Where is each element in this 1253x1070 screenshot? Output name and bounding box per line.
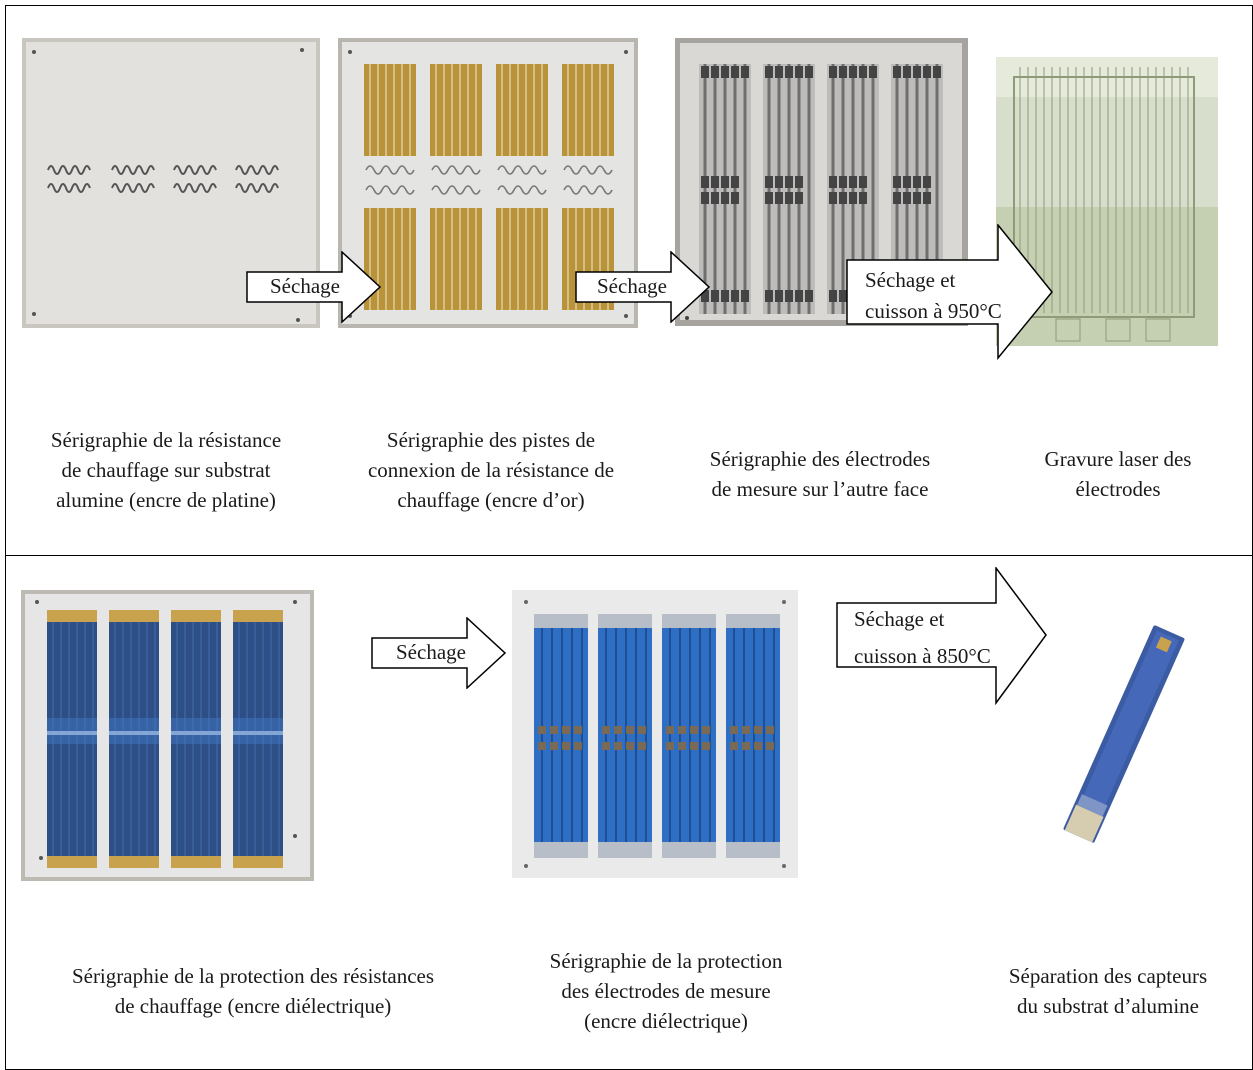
arrow-drying-firing-950-label-2: cuisson à 950°C [865,299,1002,323]
caption-step-6-line-1: Sérigraphie de la protection [549,949,783,973]
separated-sensor-photo [1024,616,1194,856]
caption-step-4-line-1: Gravure laser des [1044,447,1192,471]
caption-step-6-line-3: (encre diélectrique) [584,1009,748,1033]
caption-step-2-line-3: chauffage (encre d’or) [397,488,585,512]
caption-step-4-line-2: électrodes [1075,477,1161,501]
measurement-electrodes-substrate-photo [675,38,968,326]
arrow-drying-firing-950 [846,224,1054,360]
caption-step-5-line-1: Sérigraphie de la protection des résista… [71,964,435,988]
arrow-drying-firing-850-label-2: cuisson à 850°C [854,644,991,668]
arrow-drying-firing-850-label-1: Séchage et [854,607,945,631]
caption-step-1: Sérigraphie de la résistance de chauffag… [16,425,316,515]
caption-step-7: Séparation des capteurs du substrat d’al… [972,961,1244,1021]
laser-engraved-electrodes-photo [996,57,1218,346]
arrow-drying-firing-950-label-1: Séchage et [865,268,956,292]
heater-protection-substrate-photo [21,590,314,881]
caption-step-6-line-2: des électrodes de mesure [561,979,771,1003]
caption-step-3-line-1: Sérigraphie des électrodes [709,447,931,471]
caption-step-1-line-3: alumine (encre de platine) [56,488,276,512]
caption-step-2-line-2: connexion de la résistance de [367,458,615,482]
caption-step-5: Sérigraphie de la protection des résista… [20,961,486,1021]
caption-step-6: Sérigraphie de la protection des électro… [516,946,816,1036]
caption-step-3-line-2: de mesure sur l’autre face [711,477,929,501]
arrow-drying-3 [371,617,507,689]
caption-step-7-line-1: Séparation des capteurs [1008,964,1208,988]
caption-step-2-line-1: Sérigraphie des pistes de [386,428,596,452]
arrow-drying-firing-850 [836,567,1048,705]
arrow-drying-3-label: Séchage [396,640,466,664]
caption-step-1-line-1: Sérigraphie de la résistance [50,428,282,452]
caption-step-4: Gravure laser des électrodes [1000,444,1236,504]
arrow-drying-1-label: Séchage [270,274,340,298]
electrode-protection-substrate-photo [512,590,798,878]
arrow-drying-2-label: Séchage [597,274,667,298]
arrow-drying-1 [246,251,382,323]
caption-step-7-line-2: du substrat d’alumine [1017,994,1199,1018]
arrow-drying-2 [575,251,711,323]
caption-step-1-line-2: de chauffage sur substrat [61,458,271,482]
caption-step-2: Sérigraphie des pistes de connexion de l… [330,425,652,515]
caption-step-3: Sérigraphie des électrodes de mesure sur… [670,444,970,504]
caption-step-5-line-2: de chauffage (encre diélectrique) [114,994,392,1018]
